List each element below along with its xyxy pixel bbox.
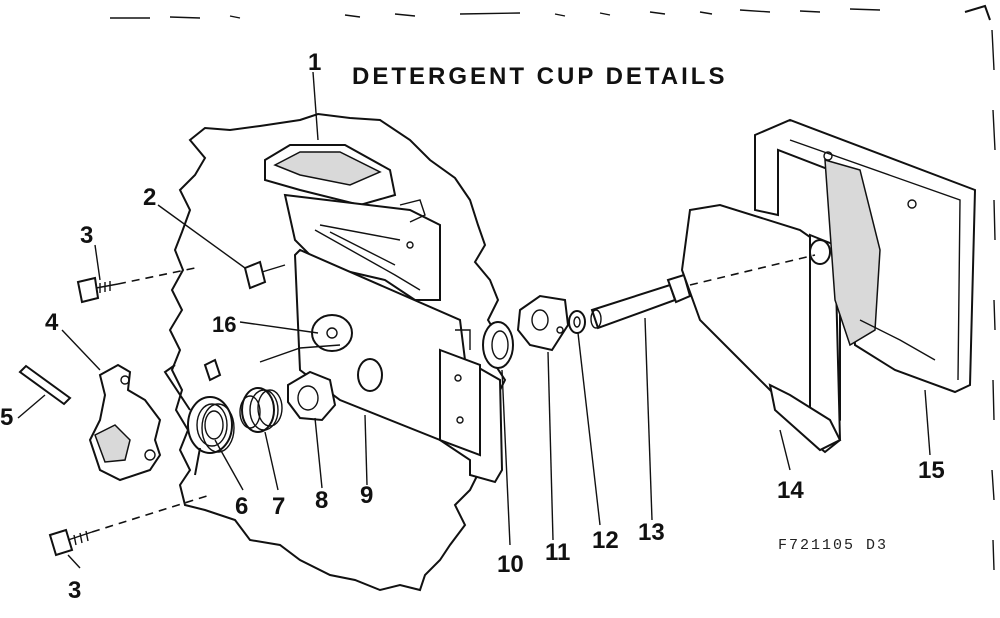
part-12-washer xyxy=(568,310,586,334)
right-edge-marks xyxy=(991,29,996,571)
callout-labels: 1 2 3 4 5 16 6 7 8 9 10 11 12 13 14 15 3 xyxy=(0,49,945,604)
part-6-torsion-spring xyxy=(163,364,235,476)
part-10-seal-ring xyxy=(482,321,514,369)
callout-2: 2 xyxy=(143,184,156,211)
callout-6: 6 xyxy=(235,493,248,520)
top-border-marks xyxy=(110,4,991,21)
part-3-screw-lower xyxy=(48,528,93,557)
callout-12: 12 xyxy=(592,527,619,554)
callout-3-upper: 3 xyxy=(80,222,93,249)
part-15-cover-frame xyxy=(754,118,977,394)
part-1-cup-housing xyxy=(264,144,441,301)
callout-11: 11 xyxy=(545,539,570,566)
part-11-nut xyxy=(516,294,570,352)
part-13-shaft xyxy=(590,273,692,330)
part-9-mounting-plate xyxy=(293,248,504,484)
callout-16: 16 xyxy=(212,312,236,337)
callout-15: 15 xyxy=(918,457,945,484)
callout-13: 13 xyxy=(638,519,665,546)
door-panel-outline xyxy=(168,112,507,592)
part-7-coil-spring xyxy=(239,387,283,433)
drawing-code: F721105 D3 xyxy=(778,537,888,554)
leader-lines xyxy=(17,71,931,569)
callout-3-lower: 3 xyxy=(68,577,81,604)
part-16-cam-disk xyxy=(311,314,353,352)
diagram-title: DETERGENT CUP DETAILS xyxy=(352,63,727,90)
callout-4: 4 xyxy=(45,309,59,336)
part-14-cup-door xyxy=(680,203,842,454)
callout-10: 10 xyxy=(497,551,524,578)
part-5-pin xyxy=(18,364,72,406)
callout-14: 14 xyxy=(777,477,804,504)
callout-5: 5 xyxy=(0,404,13,431)
callout-8: 8 xyxy=(315,487,328,514)
part-3-screw-upper xyxy=(76,276,119,304)
callout-9: 9 xyxy=(360,482,373,509)
assembly-axis-lines xyxy=(91,254,816,533)
part-2-screw xyxy=(243,260,286,290)
callout-1: 1 xyxy=(308,49,321,76)
part-4-latch xyxy=(88,363,162,482)
callout-7: 7 xyxy=(272,493,285,520)
part-8-cam xyxy=(203,344,341,422)
